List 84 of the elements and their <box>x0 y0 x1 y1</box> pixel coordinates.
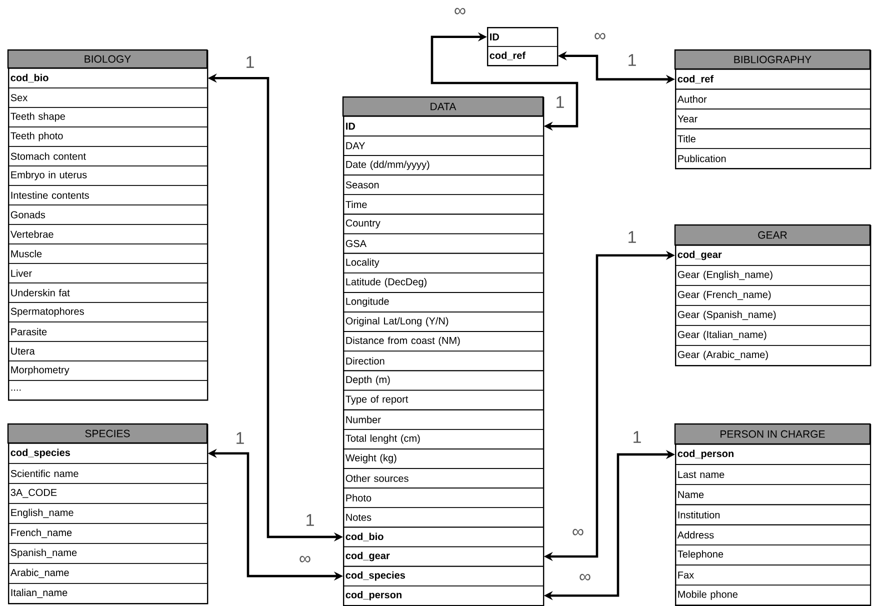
table-row: Notes <box>343 507 544 528</box>
table-row: Parasite <box>8 322 208 342</box>
table-row: ID <box>343 116 544 136</box>
table-row: Teeth shape <box>8 107 208 128</box>
table-row: Number <box>343 409 544 430</box>
cardinality-label: 1 <box>246 56 254 68</box>
table-row: Title <box>675 128 871 149</box>
cardinality-label: ∞ <box>594 32 606 40</box>
cardinality-label: 1 <box>306 514 314 526</box>
table-row: Teeth photo <box>8 126 208 147</box>
cardinality-label: ∞ <box>580 574 590 580</box>
table-row: Publication <box>675 148 871 169</box>
cardinality-label: ∞ <box>454 8 466 14</box>
table-row: cod_person <box>675 444 871 465</box>
table-row: Gear (Italian_name) <box>675 325 871 346</box>
table-row: Season <box>343 174 544 196</box>
table-row: Gear (Spanish_name) <box>675 305 871 326</box>
table-row: cod_species <box>343 566 544 586</box>
table-row: Direction <box>343 350 544 372</box>
arrow <box>430 32 578 131</box>
table-row: Depth (m) <box>343 370 544 391</box>
table-row: Latitude (DecDeg) <box>343 272 544 293</box>
table-row: Total lenght (cm) <box>343 428 544 450</box>
table-row: Muscle <box>8 244 208 264</box>
table-row: Fax <box>675 564 871 586</box>
table-row: Liver <box>8 263 208 284</box>
table-row: Weight (kg) <box>343 448 544 469</box>
table-row: ID <box>487 27 558 47</box>
table-row: cod_gear <box>675 245 871 266</box>
cardinality-label: 1 <box>634 431 641 443</box>
table-row: Type of report <box>343 390 544 410</box>
table-row: Spanish_name <box>8 543 208 564</box>
cardinality-label: 1 <box>556 96 564 108</box>
table-row: Sex <box>8 88 208 108</box>
table-row: Country <box>343 214 544 234</box>
table-row: Spermatophores <box>8 302 208 322</box>
table-row: Last name <box>675 464 871 485</box>
table-row: Vertebrae <box>8 224 208 244</box>
cardinality-label: ∞ <box>572 528 584 536</box>
table-row: Author <box>675 88 871 110</box>
table-row: cod_bio <box>343 526 544 548</box>
table-row: Gear (English_name) <box>675 265 871 286</box>
table-row: cod_bio <box>8 68 208 88</box>
table-row: DAY <box>343 136 544 156</box>
cardinality-label: 1 <box>628 54 636 66</box>
cardinality-label: ∞ <box>300 556 310 562</box>
table-row: Other sources <box>343 468 544 488</box>
table-row: GSA <box>343 233 544 254</box>
table-row: Year <box>675 108 871 130</box>
table-row: cod_ref <box>675 69 871 90</box>
table-row: Time <box>343 194 544 215</box>
table-row: Arabic_name <box>8 563 208 584</box>
table-row: Locality <box>343 252 544 274</box>
table-row: Gear (French_name) <box>675 285 871 306</box>
cardinality-label: 1 <box>628 231 636 243</box>
table-row: cod_person <box>343 585 544 606</box>
table-row: French_name <box>8 523 208 544</box>
table-row: Scientific name <box>8 463 208 484</box>
table-row: Morphometry <box>8 360 208 381</box>
table-row: .... <box>8 380 208 400</box>
table-row: 3A_CODE <box>8 483 208 504</box>
table-row: Address <box>675 524 871 546</box>
table-row: cod_species <box>8 443 208 464</box>
table-row: English_name <box>8 503 208 524</box>
table-row: Photo <box>343 488 544 508</box>
table-row: Intestine contents <box>8 185 208 206</box>
table-row: Longitude <box>343 292 544 312</box>
table-row: Gear (Arabic_name) <box>675 345 871 366</box>
table-row: Telephone <box>675 544 871 566</box>
table-row: Embryo in uterus <box>8 166 208 186</box>
table-row: Original Lat/Long (Y/N) <box>343 312 544 332</box>
table-row: Utera <box>8 341 208 362</box>
table-row: Institution <box>675 504 871 526</box>
table-row: Date (dd/mm/yyyy) <box>343 155 544 176</box>
table-row: Mobile phone <box>675 584 871 606</box>
table-row: Gonads <box>8 204 208 225</box>
table-row: cod_gear <box>343 546 544 567</box>
table-row: Italian_name <box>8 583 208 604</box>
table-row: Name <box>675 484 871 506</box>
table-row: cod_ref <box>487 46 558 66</box>
table-row: Stomach content <box>8 146 208 166</box>
table-row: Underskin fat <box>8 282 208 303</box>
table-row: Distance from coast (NM) <box>343 331 544 352</box>
cardinality-label: 1 <box>236 432 244 444</box>
